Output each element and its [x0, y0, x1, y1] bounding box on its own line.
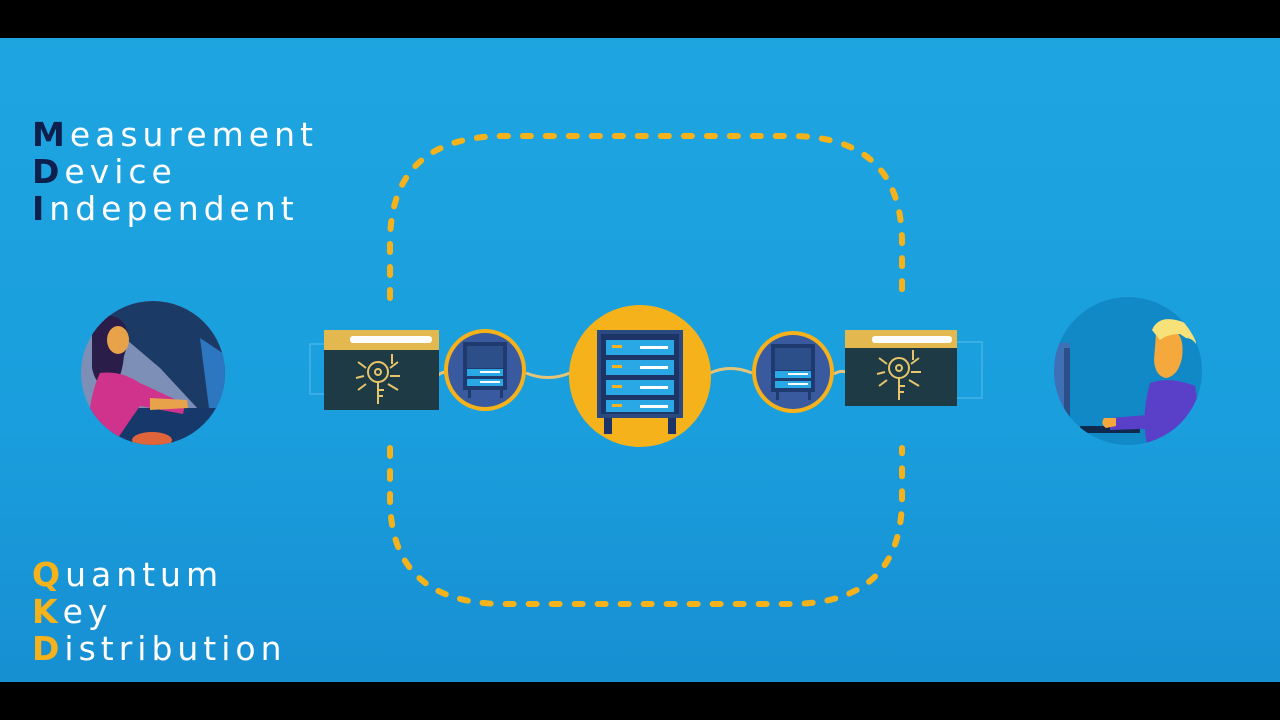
qkd-title: Quantum Key Distribution: [32, 556, 287, 667]
qkd-line-key: Key: [32, 593, 287, 630]
qkd-rest-quantum: uantum: [65, 555, 224, 594]
qkd-initial-d: D: [32, 629, 65, 668]
central-relay-server-icon: [569, 305, 711, 447]
dashed-loop-bottom: [387, 445, 905, 607]
mdi-title: Measurement Device Independent: [32, 116, 318, 227]
qkd-rest-distribution: istribution: [64, 629, 287, 668]
mdi-line-device: Device: [32, 153, 318, 190]
video-frame: Measurement Device Independent Quantum K…: [0, 38, 1280, 682]
mdi-rest-measurement: easurement: [69, 115, 318, 154]
key-circuit-panel-right: [845, 330, 983, 406]
dashed-loop-top: [387, 133, 905, 303]
server-rack-icon-right: [752, 331, 834, 413]
mdi-line-measurement: Measurement: [32, 116, 318, 153]
qkd-line-distribution: Distribution: [32, 630, 287, 667]
mdi-initial-d: D: [32, 152, 65, 191]
server-rack-icon-left: [444, 329, 526, 411]
network-diagram: [81, 133, 1202, 607]
mdi-rest-independent: ndependent: [49, 189, 299, 228]
person-left-icon: [81, 301, 225, 445]
qkd-initial-k: K: [32, 592, 63, 631]
qkd-initial-q: Q: [32, 555, 66, 594]
key-circuit-icon: [355, 354, 400, 404]
letterbox-top: [0, 0, 1280, 38]
letterbox-bottom: [0, 682, 1280, 720]
mdi-rest-device: evice: [64, 152, 177, 191]
mdi-initial-m: M: [32, 115, 70, 154]
key-circuit-panel-left: [309, 330, 439, 410]
person-right-icon: [1054, 297, 1202, 445]
qkd-line-quantum: Quantum: [32, 556, 287, 593]
connection-lines: [437, 367, 847, 379]
key-circuit-icon: [876, 350, 921, 400]
qkd-rest-key: ey: [62, 592, 113, 631]
mdi-line-independent: Independent: [32, 190, 318, 227]
mdi-initial-i: I: [32, 189, 50, 228]
